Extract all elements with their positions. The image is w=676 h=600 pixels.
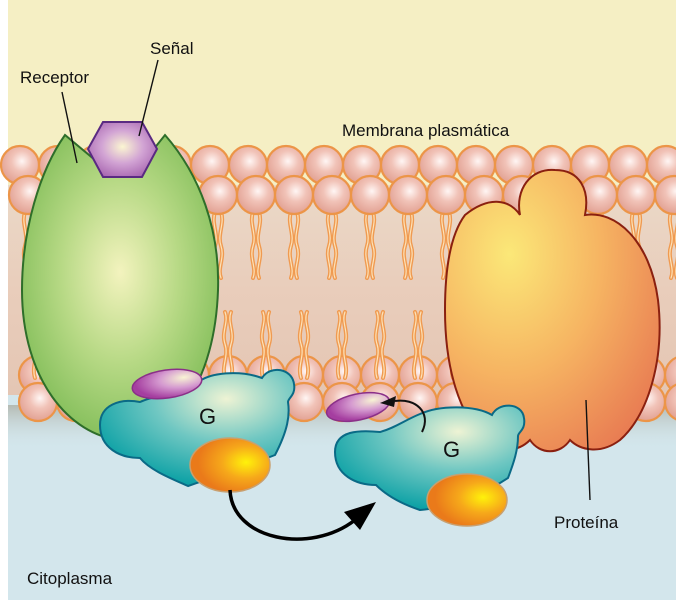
receptor-label: Receptor	[20, 68, 89, 87]
protein-leader-line	[585, 399, 591, 501]
lipid-head-upper	[425, 174, 467, 216]
hexagon-signal-molecule-icon	[86, 121, 159, 178]
membrane-protein-icon	[443, 168, 661, 453]
receptor-leader-line	[61, 91, 78, 164]
gdp-subunit	[189, 437, 271, 493]
alpha-subunit	[131, 368, 203, 400]
curved-arrow-icon	[228, 489, 376, 541]
signal-label: Señal	[150, 39, 193, 58]
g-protein-label: G	[443, 437, 460, 462]
gdp-subunit	[426, 473, 508, 527]
signal-leader-line	[138, 59, 159, 137]
cytoplasm-label: Citoplasma	[27, 569, 113, 588]
lipid-head-upper	[615, 174, 657, 216]
lipid-head-upper	[387, 174, 429, 216]
lipid-head-upper	[235, 174, 277, 216]
lipid-head-upper	[273, 174, 315, 216]
lipid-head-upper	[349, 174, 391, 216]
membrane-label: Membrana plasmática	[342, 121, 510, 140]
protein-label: Proteína	[554, 513, 619, 532]
lipid-head-upper	[311, 174, 353, 216]
g-protein-label: G	[199, 404, 216, 429]
small-curved-arrow-icon	[380, 396, 426, 433]
